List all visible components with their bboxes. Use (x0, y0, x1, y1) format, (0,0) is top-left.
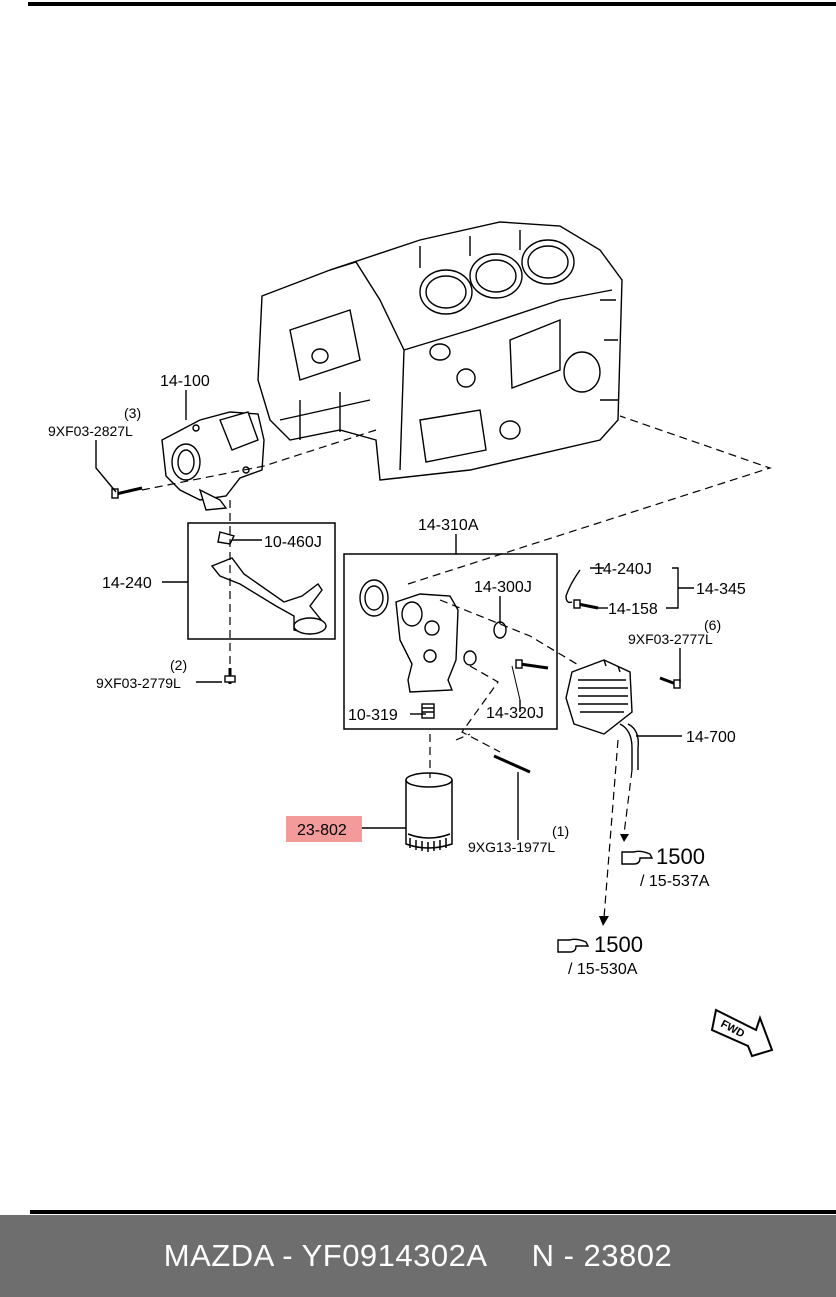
assembly-dashed-lines (141, 415, 772, 919)
oil-cooler-illustration (565, 659, 639, 770)
label-ref2-number: 1500 (594, 932, 643, 957)
arrowheads (599, 834, 629, 926)
bottom-border (30, 1210, 836, 1214)
parts-diagram: 14-100 (3) 9XF03-2827L 10-460J 14-240 (2… (28, 2, 836, 1214)
label-stud-qty: (1) (552, 823, 569, 839)
pointing-hand-icon (557, 938, 590, 953)
bolt-14-320j-icon (511, 659, 549, 701)
oil-filter-highlight (286, 816, 362, 842)
label-bypass-seal: 14-320J (486, 705, 544, 722)
label-oil-pump-bolt-qty: (3) (124, 405, 141, 421)
footer-brand: MAZDA - YF0914302A (163, 1238, 488, 1273)
label-stud: 9XG13-1977L (468, 839, 555, 855)
label-hose: 14-240J (594, 561, 652, 578)
label-ref1-number: 1500 (656, 844, 705, 869)
pointing-hand-icon (621, 850, 654, 865)
oil-pump-illustration (161, 411, 265, 511)
oil-filter-illustration (405, 772, 453, 852)
label-ref1-sub: / 15-537A (640, 873, 710, 890)
label-cooler-bolt: 9XF03-2777L (628, 631, 713, 647)
oil-filter-body-illustration (359, 579, 507, 719)
label-strainer: 14-240 (102, 575, 152, 592)
footer-code: N - 23802 (531, 1238, 673, 1273)
bolt-9xf03-2827l-icon (111, 486, 143, 499)
label-oil-filter: 23-802 (297, 822, 347, 839)
label-cooler-bolt-qty: (6) (704, 617, 721, 633)
footer-bar: MAZDA - YF0914302A N - 23802 (0, 1215, 836, 1297)
hose-14-240j-icon (565, 569, 581, 604)
label-cooler-assy: 14-345 (696, 581, 746, 598)
filter-body-group-box (343, 553, 558, 730)
label-oil-pump: 14-100 (160, 373, 210, 390)
stud-9xg13-1977l-icon (493, 754, 531, 774)
leader-lines (95, 390, 694, 840)
strainer-group-box (187, 522, 336, 640)
fwd-arrow-icon: FWD (710, 1008, 774, 1058)
label-strainer-bolt-qty: (2) (170, 657, 187, 673)
label-oil-cooler: 14-700 (686, 729, 736, 746)
label-body-oring: 14-300J (474, 579, 532, 596)
bolt-9xf03-2777l-icon (659, 676, 681, 689)
bolt-9xf03-2779l-icon (224, 668, 236, 684)
union-bolt-14-158-icon (573, 599, 599, 610)
engine-block-illustration (257, 221, 623, 481)
label-union-bolt: 14-158 (608, 601, 658, 618)
label-gasket: 10-460J (264, 534, 322, 551)
label-oil-pump-bolt: 9XF03-2827L (48, 423, 133, 439)
label-ref2-sub: / 15-530A (568, 961, 638, 978)
label-strainer-bolt: 9XF03-2779L (96, 675, 181, 691)
label-filter-body: 14-310A (418, 517, 479, 534)
label-nipple: 10-319 (348, 707, 398, 724)
top-border (28, 2, 836, 6)
